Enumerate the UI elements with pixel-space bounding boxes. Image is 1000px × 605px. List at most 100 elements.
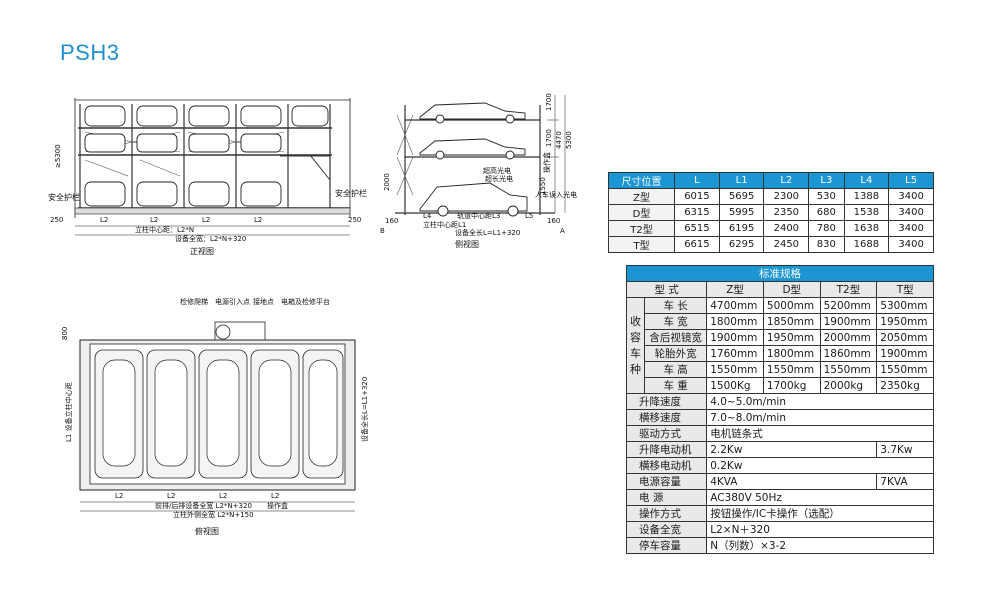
dim-header-cell: L5 bbox=[888, 172, 934, 189]
table-cell: 1800mm bbox=[762, 345, 821, 362]
top-ladder-label: 检修爬梯 bbox=[180, 297, 208, 306]
side-intrusion-label: 人车误入光电 bbox=[535, 190, 577, 199]
table-cell: 1550mm bbox=[706, 361, 764, 378]
spec-row-label: 车 高 bbox=[643, 361, 708, 378]
table-cell: 5200mm bbox=[819, 297, 878, 314]
table-row: 操作方式 按钮操作/IC卡操作（选配） bbox=[625, 505, 934, 522]
table-cell: 5000mm bbox=[762, 297, 821, 314]
table-row: D型 6315 5995 2350 680 1538 3400 bbox=[607, 204, 934, 221]
spec-row-label: 含后视镜宽 bbox=[643, 329, 708, 346]
front-left-margin-label: 250 bbox=[50, 216, 63, 224]
side-total-length-label: 设备全长L=L1+320 bbox=[455, 228, 520, 237]
top-l1-center-label: L1 设备立柱中心距 bbox=[64, 382, 73, 442]
table-cell: T型 bbox=[607, 236, 676, 253]
spec-model-cell: T2型 bbox=[819, 281, 878, 298]
table-row: T2型 6515 6195 2400 780 1638 3400 bbox=[607, 220, 934, 237]
top-front-total-label: 前排/后排设备全宽 L2*N+320 bbox=[155, 501, 252, 510]
table-cell: 3400 bbox=[888, 236, 934, 253]
table-row: Z型 6015 5695 2300 530 1388 3400 bbox=[607, 188, 934, 205]
table-cell: 680 bbox=[808, 204, 845, 221]
spec-row-label: 停车容量 bbox=[625, 537, 708, 554]
table-cell: 5300mm bbox=[876, 297, 934, 314]
front-l2-label-3: L2 bbox=[202, 216, 210, 224]
table-cell: 3400 bbox=[888, 188, 934, 205]
front-right-guard-label: 安全护栏 bbox=[335, 188, 367, 198]
table-cell: 按钮操作/IC卡操作（选配） bbox=[706, 505, 934, 522]
spec-row-label: 横移速度 bbox=[625, 409, 708, 426]
side-l4-label: L4 bbox=[423, 212, 432, 220]
front-l2-label-2: L2 bbox=[150, 216, 158, 224]
table-cell: T2型 bbox=[607, 220, 676, 237]
front-l2-label: L2 bbox=[100, 216, 108, 224]
table-cell: 6615 bbox=[674, 236, 720, 253]
table-cell: 5695 bbox=[718, 188, 765, 205]
table-cell: 1550mm bbox=[762, 361, 821, 378]
side-view-drawing: 1700 1700 4470 5300 2000 1550 超高光电 超长光电 … bbox=[375, 85, 600, 255]
table-cell: 2400 bbox=[763, 220, 810, 237]
table-cell: 1760mm bbox=[706, 345, 764, 362]
table-row: 车 高 1550mm 1550mm 1550mm 1550mm bbox=[627, 361, 934, 378]
table-row: 横移电动机 0.2Kw bbox=[625, 457, 934, 474]
top-col-outer-label: 立柱外侧全宽 L2*N+150 bbox=[173, 510, 254, 519]
spec-model-row: 型 式 Z型 D型 T2型 T型 bbox=[625, 281, 934, 298]
dim-header-cell: L4 bbox=[843, 172, 890, 189]
spec-row-label: 电 源 bbox=[625, 489, 708, 506]
page-title: PSH3 bbox=[60, 40, 120, 65]
table-cell: D型 bbox=[607, 204, 676, 221]
spec-row-label: 电源容量 bbox=[625, 473, 708, 490]
spec-model-cell: D型 bbox=[762, 281, 821, 298]
table-row: 电源容量 4KVA 7KVA bbox=[625, 473, 934, 490]
table-cell: 3400 bbox=[888, 204, 934, 221]
table-cell: 1900mm bbox=[706, 329, 764, 346]
top-l2-label: L2 bbox=[115, 492, 123, 500]
table-cell: 1538 bbox=[843, 204, 890, 221]
table-cell: 1850mm bbox=[762, 313, 821, 330]
table-row: 电 源 AC380V 50Hz bbox=[625, 489, 934, 506]
table-cell: 780 bbox=[808, 220, 845, 237]
table-row: 驱动方式 电机链条式 bbox=[625, 425, 934, 442]
front-total-width-label: 设备全宽：L2*N+320 bbox=[175, 234, 246, 243]
top-platform-label: 电箱及检修平台 bbox=[281, 297, 330, 306]
spec-row-label: 轮胎外宽 bbox=[643, 345, 708, 362]
table-cell: 1900mm bbox=[819, 313, 878, 330]
spec-model-cell: Z型 bbox=[706, 281, 764, 298]
dim-header-cell: L bbox=[674, 172, 720, 189]
table-cell: 1550mm bbox=[876, 361, 934, 378]
spec-row-label: 车 长 bbox=[643, 297, 708, 314]
top-l2-label-3: L2 bbox=[219, 492, 227, 500]
table-cell: AC380V 50Hz bbox=[706, 489, 934, 506]
table-row: 停车容量 N（列数）×3-2 bbox=[625, 537, 934, 554]
table-cell: 6315 bbox=[674, 204, 720, 221]
spec-model-label: 型 式 bbox=[625, 281, 708, 298]
table-cell: 3.7Kw bbox=[876, 441, 934, 458]
spec-group-label: 收容车种 bbox=[626, 297, 645, 394]
table-row: 含后视镜宽 1900mm 1950mm 2000mm 2050mm bbox=[627, 329, 934, 346]
table-cell: 1900mm bbox=[876, 345, 934, 362]
side-track-center-label: 轨道中心距L3 bbox=[457, 211, 500, 220]
side-l5-label: L5 bbox=[525, 212, 533, 220]
side-h1700b-label: 1700 bbox=[545, 129, 553, 147]
top-view-drawing: 检修爬梯 电源引入点 接地点 电箱及检修平台 800 L1 设备立柱中心距 设备… bbox=[55, 292, 385, 542]
spec-row-label: 车 重 bbox=[643, 377, 708, 394]
side-c160a-label: 160 bbox=[385, 217, 398, 225]
side-h2000-label: 2000 bbox=[383, 173, 391, 191]
side-h5300-label: 5300 bbox=[565, 131, 573, 149]
table-cell: 830 bbox=[808, 236, 845, 253]
spec-row-label: 车 宽 bbox=[643, 313, 708, 330]
front-l2-label-4: L2 bbox=[254, 216, 262, 224]
top-power-in-label: 电源引入点 bbox=[215, 297, 250, 306]
front-right-margin-label: 250 bbox=[348, 216, 361, 224]
dim-header-cell: L2 bbox=[763, 172, 810, 189]
top-ground-label: 接地点 bbox=[253, 297, 274, 306]
table-row: 轮胎外宽 1760mm 1800mm 1860mm 1900mm bbox=[627, 345, 934, 362]
top-l2-label-4: L2 bbox=[271, 492, 279, 500]
table-cell: N（列数）×3-2 bbox=[706, 537, 934, 554]
table-cell: 2300 bbox=[763, 188, 810, 205]
dim-header-cell: 尺寸位置 bbox=[607, 172, 676, 189]
table-row: T型 6615 6295 2450 830 1688 3400 bbox=[607, 236, 934, 253]
spec-row-label: 设备全宽 bbox=[625, 521, 708, 538]
dimension-table: 尺寸位置 L L1 L2 L3 L4 L5 Z型 6015 5695 2300 … bbox=[607, 172, 934, 253]
table-row: 升降电动机 2.2Kw 3.7Kw bbox=[625, 441, 934, 458]
spec-row-label: 驱动方式 bbox=[625, 425, 708, 442]
table-row: 车 重 1500Kg 1700kg 2000kg 2350kg bbox=[627, 377, 934, 394]
